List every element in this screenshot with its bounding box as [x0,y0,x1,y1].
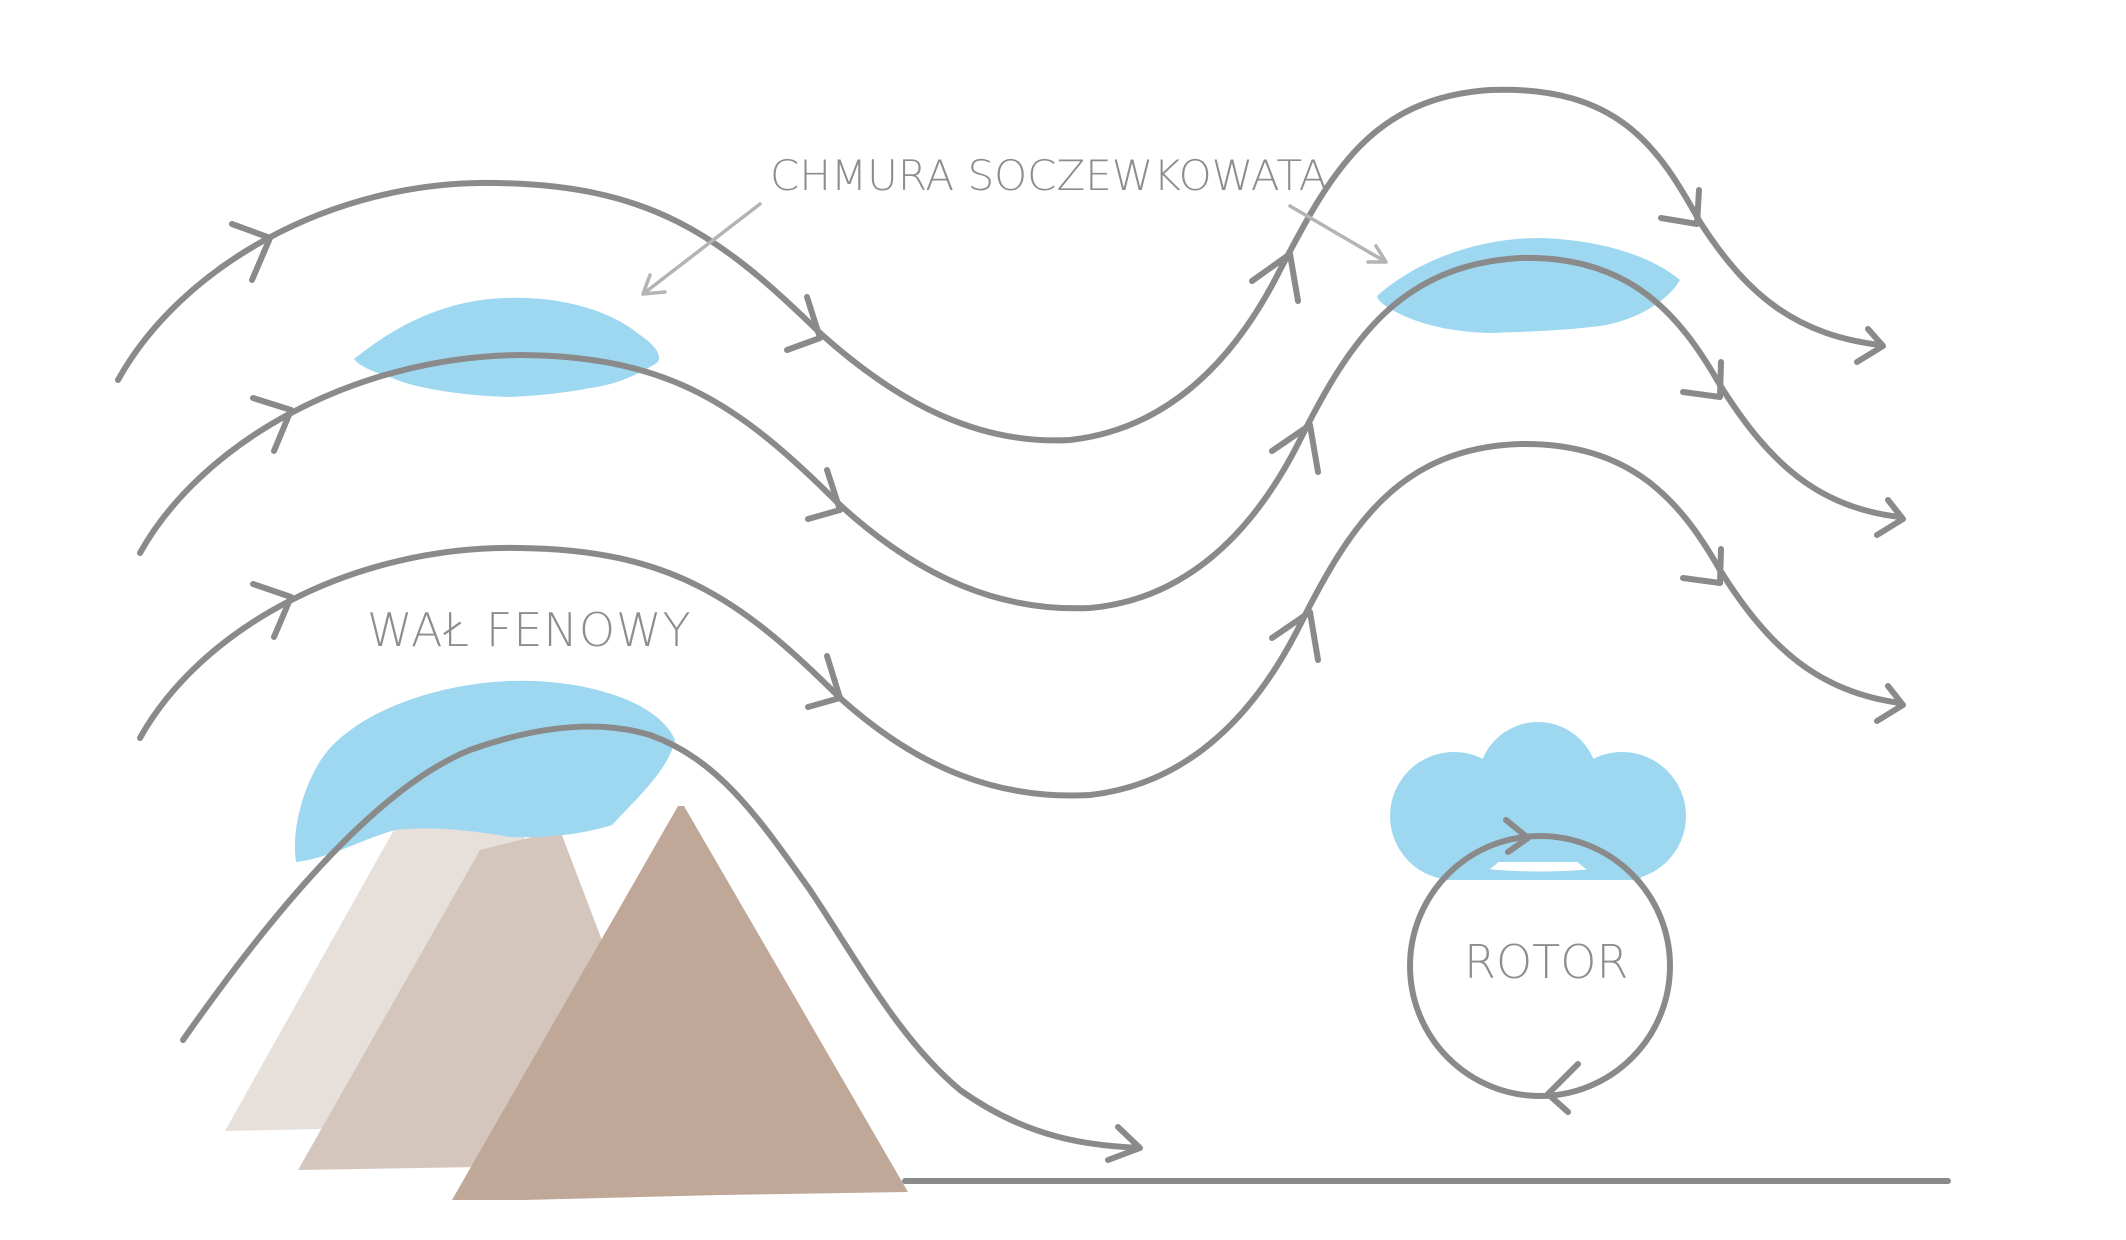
mountains [225,806,908,1200]
chevron-arrow-icon [1503,817,1531,855]
airflow-line-second [137,254,1903,612]
rotor-circle [1407,833,1673,1099]
chevron-arrow-icon [1874,497,1906,538]
chevron-arrow-icon [1680,546,1724,586]
chevron-arrow-icon [229,221,273,283]
chevron-arrow-icon [1680,359,1724,400]
pointer-to-right-lenticular [1288,204,1388,264]
chevron-arrow-icon [1854,326,1886,365]
label-pointers [641,202,1388,296]
lenticular-cloud-right [1377,238,1680,333]
chevron-arrow-icon [1105,1124,1143,1163]
rotor-cloud [1390,722,1686,880]
airflow-lines [115,86,1903,1151]
chevron-arrow-icon [250,395,294,454]
chevron-arrow-icon [805,467,843,522]
chevron-arrow-icon [1249,251,1301,304]
chevron-arrow-icon [1658,187,1702,227]
foehn-wall-label: WAŁ FENOWY [367,603,692,657]
airflow-line-leeside [180,723,1141,1151]
lenticular-cloud-label: CHMURA SOCZEWKOWATA [770,151,1327,200]
chevron-arrow-icon [1269,422,1321,475]
rotor-label: ROTOR [1464,935,1628,989]
rotor [1407,817,1673,1115]
chevron-arrow-icon [1874,683,1906,724]
lenticular-cloud-left [354,297,660,397]
chevron-arrow-icon [805,653,843,710]
airflow-line-top [115,86,1883,444]
chevron-arrow-icon [250,581,294,640]
flow-arrowheads [229,187,1906,1163]
chevron-arrow-icon [1269,609,1321,663]
chevron-arrow-icon [784,294,823,353]
airflow-line-third [137,440,1903,799]
pointer-to-left-lenticular [641,202,762,296]
mountain-near [452,806,908,1200]
labels: CHMURA SOCZEWKOWATA WAŁ FENOWY ROTOR [367,151,1628,989]
chevron-arrow-icon [1545,1061,1581,1115]
